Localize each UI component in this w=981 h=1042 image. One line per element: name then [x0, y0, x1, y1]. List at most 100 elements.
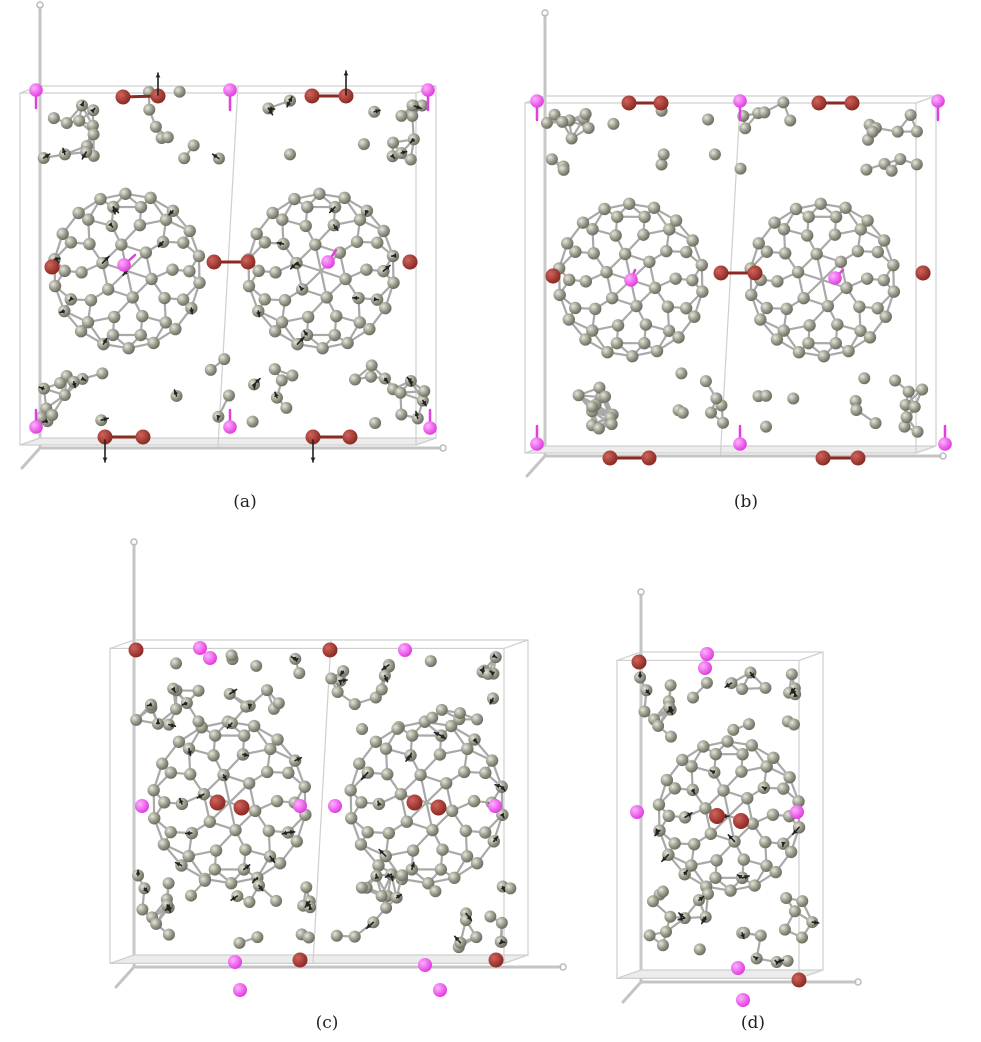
displacement-arrow [454, 936, 460, 942]
displacement-arrow [113, 207, 119, 213]
red-atom [713, 265, 729, 281]
magenta-atom [203, 651, 217, 665]
carbon-atom [745, 288, 758, 302]
carbon-atom [272, 697, 285, 710]
carbon-atom [817, 350, 831, 363]
carbon-atom [313, 187, 326, 200]
red-atom [709, 808, 725, 824]
carbon-atom [898, 420, 911, 433]
carbon-atom [381, 768, 394, 781]
carbon-atom [183, 264, 196, 278]
carbon-atom [84, 294, 98, 307]
displacement-arrow [775, 960, 780, 966]
carbon-atom [663, 223, 676, 236]
carbon-atom [192, 684, 205, 697]
red-atom [150, 88, 166, 104]
red-atom [128, 642, 144, 658]
carbon-atom [261, 684, 274, 697]
carbon-atom [122, 342, 135, 355]
carbon-atom [182, 849, 195, 863]
bond [616, 969, 642, 979]
carbon-atom [887, 258, 900, 272]
displacement-arrow [500, 785, 505, 791]
carbon-atom [170, 702, 183, 715]
displacement-arrow [39, 386, 45, 391]
displacement-arrow [102, 457, 108, 462]
displacement-arrow [182, 700, 188, 706]
carbon-atom [283, 148, 296, 161]
bond [19, 437, 41, 446]
displacement-arrow [173, 389, 179, 395]
carbon-atom [656, 939, 669, 952]
red-atom [233, 799, 250, 816]
displacement-arrow [231, 895, 237, 901]
carbon-atom [828, 228, 842, 241]
carbon-atom [278, 294, 292, 307]
displacement-arrow [343, 71, 349, 76]
carbon-atom [435, 703, 448, 716]
displacement-arrow [410, 862, 415, 868]
carbon-atom [64, 236, 78, 249]
magenta-atom [228, 955, 242, 969]
carbon-atom [592, 422, 605, 435]
carbon-atom [391, 722, 404, 735]
carbon-atom [82, 213, 95, 226]
carbon-atom [162, 877, 175, 890]
carbon-atom [484, 910, 497, 923]
caption-a: (a) [233, 492, 257, 512]
magenta-atom [117, 258, 131, 272]
carbon-atom [760, 301, 773, 315]
carbon-atom [877, 273, 891, 287]
panel-b-structure [505, 8, 981, 483]
carbon-atom [58, 264, 71, 278]
carbon-atom [173, 85, 186, 98]
carbon-atom [353, 316, 366, 329]
carbon-atom [440, 777, 453, 790]
magenta-atom [630, 805, 644, 819]
displacement-arrow [282, 830, 288, 836]
carbon-atom [187, 139, 200, 152]
red-atom [240, 254, 256, 270]
magenta-atom [733, 437, 747, 451]
carbon-atom [243, 777, 256, 790]
carbon-atom [353, 213, 367, 226]
red-atom [402, 254, 418, 270]
red-atom [97, 429, 113, 445]
carbon-atom [788, 905, 801, 918]
displacement-arrow [389, 153, 395, 159]
bond [798, 651, 824, 662]
carbon-atom [178, 152, 191, 165]
carbon-atom [736, 747, 749, 761]
carbon-atom [600, 265, 613, 279]
carbon-atom [394, 386, 407, 399]
carbon-atom [147, 336, 160, 350]
panel-c-structure [100, 538, 600, 997]
red-atom [747, 265, 763, 281]
carbon-atom [177, 236, 190, 249]
magenta-atom [135, 799, 149, 813]
carbon-atom [860, 163, 873, 176]
carbon-atom [579, 333, 592, 346]
carbon-atom [752, 237, 765, 250]
carbon-atom [302, 931, 315, 944]
red-atom [631, 654, 647, 670]
carbon-atom [789, 202, 803, 216]
carbon-atom [626, 350, 639, 363]
carbon-atom [270, 894, 283, 907]
carbon-atom [557, 163, 570, 176]
carbon-atom [208, 729, 222, 742]
carbon-atom [264, 742, 277, 756]
magenta-atom [624, 273, 638, 287]
carbon-atom [800, 229, 814, 242]
carbon-atom [382, 660, 395, 673]
displacement-arrow [744, 874, 750, 880]
magenta-atom [790, 805, 804, 819]
carbon-atom [802, 210, 815, 223]
carbon-atom [268, 325, 282, 338]
carbon-atom [276, 213, 289, 226]
carbon-atom [576, 216, 590, 229]
carbon-atom [735, 765, 748, 778]
carbon-atom [702, 113, 715, 126]
carbon-atom [130, 713, 143, 726]
carbon-atom [648, 281, 662, 295]
